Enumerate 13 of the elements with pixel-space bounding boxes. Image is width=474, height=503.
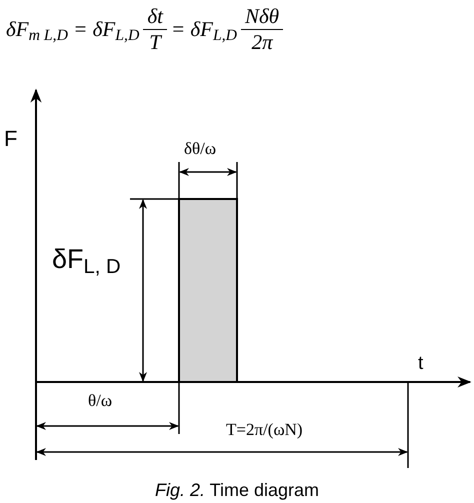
dimension-label: θ/ω xyxy=(88,392,112,409)
period-label: T=2π/(ωN) xyxy=(226,421,303,438)
dimension-label: δθ/ω xyxy=(184,140,216,157)
axis-label: F xyxy=(4,128,18,150)
formula-text: δF$_{m L,D}$ = δF$_{L,D}$ xyxy=(6,16,140,46)
axis-label: t xyxy=(418,354,424,373)
formula-numerator: δt xyxy=(146,6,164,29)
formula-numerator: Nδθ xyxy=(244,6,280,29)
formula-denominator: 2π xyxy=(250,30,274,53)
figure-caption: Fig. 2. Time diagram xyxy=(154,479,320,502)
formula-text: = δF$_{L,D}$ xyxy=(170,16,238,46)
formula-denominator: T xyxy=(148,30,164,53)
pulse-bar xyxy=(178,198,238,383)
